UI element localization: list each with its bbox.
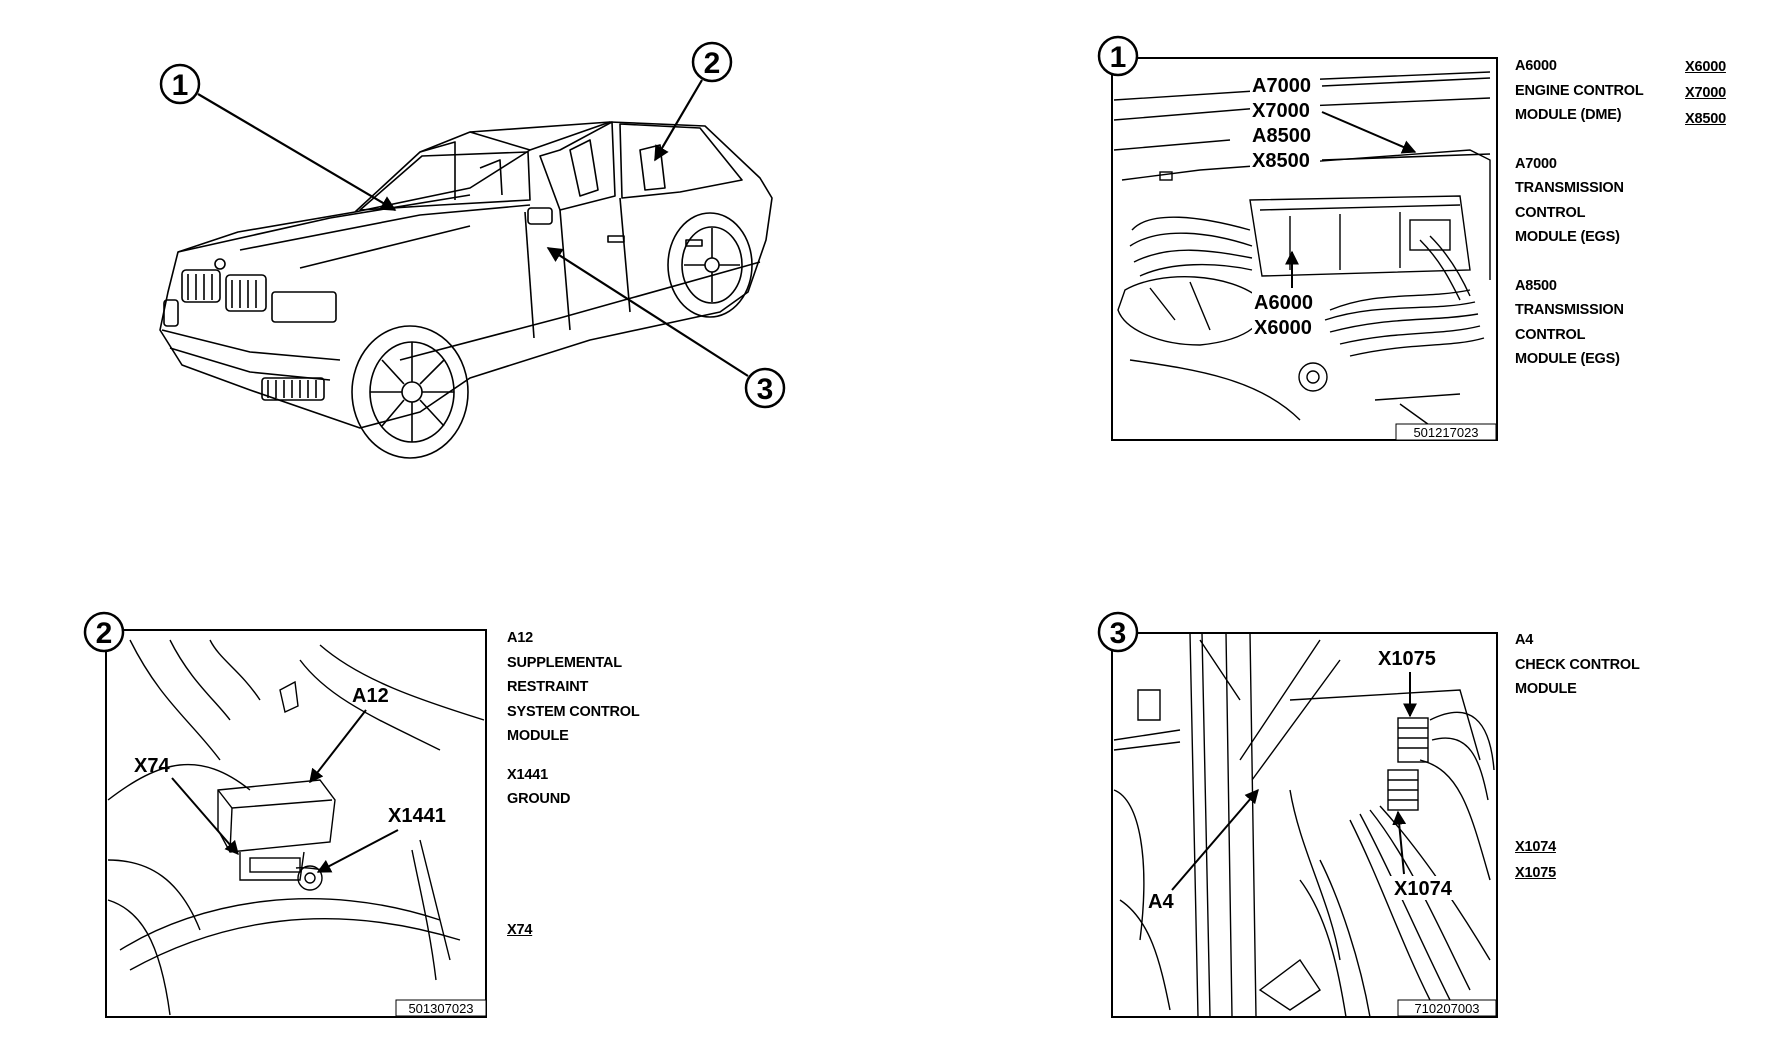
legend-a4-code: A4 [1515,632,1534,648]
legend-a12-line-2: RESTRAINT [507,679,589,695]
panel-1-connectors: X6000 X7000 X8500 [1685,54,1726,132]
legend-a12-line-3: SYSTEM CONTROL [507,703,640,720]
label-x1075: X1075 [1378,648,1436,670]
figure-id-710207003: 710207003 [1414,1001,1479,1016]
legend-a8500-code: A8500 [1515,277,1557,294]
legend-a7000-line-1: TRANSMISSION [1515,180,1624,196]
label-x7000: X7000 [1252,100,1310,122]
panel-3-callout-circle: 3 [1097,611,1139,653]
label-x1074: X1074 [1394,878,1453,900]
svg-text:3: 3 [1110,617,1127,650]
figure-id-501217023: 501217023 [1413,425,1478,440]
legend-a8500-line-1: TRANSMISSION [1515,302,1624,318]
panel-2-labels: A12 X74 X1441 501307023 [134,685,487,1017]
panel-3-a-pillar [1111,632,1498,1018]
legend-a4-line-1: CHECK CONTROL [1515,656,1640,673]
figure-id-501307023: 501307023 [408,1001,473,1016]
legend-a8500-line-2: CONTROL [1515,326,1586,343]
panel-3-labels: X1075 A4 X1074 710207003 [1148,646,1497,1017]
legend-a6000-code: A6000 [1515,58,1557,74]
label-x8500: X8500 [1252,150,1310,172]
panel-2-connectors: X74 [507,918,532,943]
legend-a7000-line-3: MODULE (EGS) [1515,229,1620,245]
legend-a7000-line-2: CONTROL [1515,204,1586,221]
panel-1-engine-compartment [1111,57,1498,441]
svg-text:3: 3 [757,373,774,406]
label-a12: A12 [352,685,389,707]
panel-2-callout-circle: 2 [83,611,125,653]
panel-1-callout-circle: 1 [1097,35,1139,77]
svg-text:1: 1 [172,69,189,102]
label-x6000: X6000 [1254,317,1312,339]
car-illustration [159,121,773,459]
panel-2-legend: A12 SUPPLEMENTAL RESTRAINT SYSTEM CONTRO… [507,626,640,812]
panel-3-legend: A4 CHECK CONTROL MODULE [1515,628,1640,702]
legend-a4-line-2: MODULE [1515,681,1577,697]
label-x74: X74 [134,755,170,777]
connector-x74: X74 [507,922,533,938]
connector-x1074: X1074 [1515,839,1556,855]
svg-text:2: 2 [704,47,721,80]
legend-a6000-line-2: MODULE (DME) [1515,107,1622,123]
car-callout-1: 1 [159,63,397,211]
connector-x1075: X1075 [1515,865,1556,881]
car-callout-3: 3 [546,247,786,409]
legend-a12-code: A12 [507,630,533,646]
legend-x1441-code: X1441 [507,766,548,783]
connector-x7000: X7000 [1685,85,1726,101]
panel-1-labels: A7000 X7000 A8500 X8500 A6000 X6000 5012… [1250,72,1497,441]
panel-2-footwell [105,629,487,1018]
legend-a7000-code: A7000 [1515,155,1557,172]
legend-a12-line-1: SUPPLEMENTAL [507,654,622,671]
label-x1441: X1441 [388,805,446,827]
svg-text:1: 1 [1110,41,1127,74]
label-a4: A4 [1148,891,1174,913]
panel-3-connectors: X1074 X1075 [1515,834,1556,886]
label-a7000: A7000 [1252,75,1311,97]
label-a8500: A8500 [1252,125,1311,147]
legend-a6000-line-1: ENGINE CONTROL [1515,82,1644,99]
legend-a12-line-4: MODULE [507,728,569,744]
legend-x1441-line-1: GROUND [507,791,571,807]
connector-x8500: X8500 [1685,111,1726,127]
car-callout-2: 2 [654,41,733,162]
legend-a8500-line-3: MODULE (EGS) [1515,351,1620,367]
svg-text:2: 2 [96,617,113,650]
connector-x6000: X6000 [1685,59,1726,75]
panel-1-legend: A6000 ENGINE CONTROL MODULE (DME) A7000 … [1515,54,1644,372]
label-a6000: A6000 [1254,292,1313,314]
